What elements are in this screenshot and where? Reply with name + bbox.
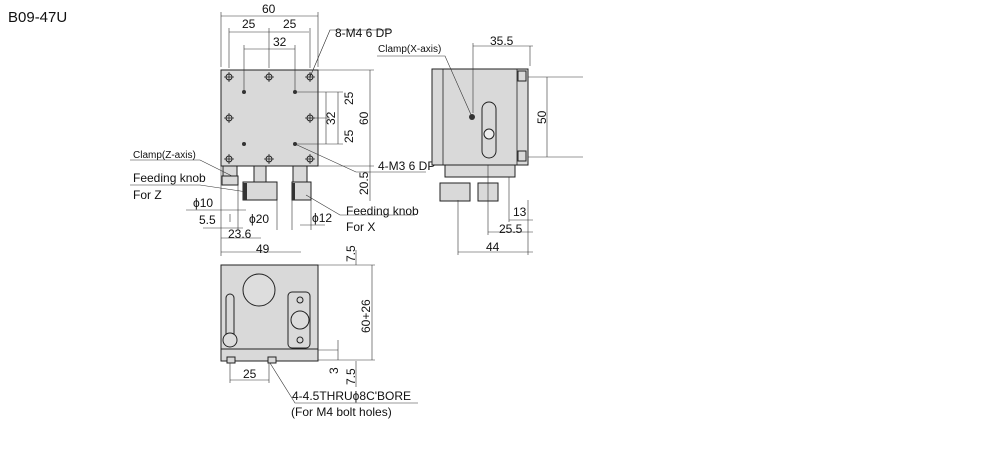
callout-clamp-x: Clamp(X-axis)	[378, 44, 441, 55]
side-knob-1	[439, 182, 471, 202]
callout-feed-z-1: Feeding knob	[133, 171, 206, 185]
dim-pitch-right: 25	[283, 17, 297, 31]
callout-feed-x-1: Feeding knob	[346, 204, 419, 218]
callout-m3: 4-M3 6 DP	[378, 159, 435, 173]
dim-d3: 3	[327, 367, 341, 374]
model-title: B09-47U	[8, 9, 67, 26]
callout-feed-x-2: For X	[346, 220, 375, 234]
dim-d7-5-top: 7.5	[344, 245, 358, 262]
dim-d5-5: 5.5	[199, 213, 216, 227]
dim-width: 60	[262, 2, 276, 16]
callout-m4: 8-M4 6 DP	[335, 26, 392, 40]
dim-d7-5-bottom: 7.5	[344, 368, 358, 385]
dim-d49: 49	[256, 242, 270, 256]
dim-d44: 44	[486, 240, 500, 254]
callout-feed-z-2: For Z	[133, 188, 162, 202]
dim-d10: ϕ10	[193, 196, 213, 210]
clamp-z[interactable]	[222, 165, 238, 177]
dim-height-bottom: 60+26	[359, 299, 373, 333]
x-knob-stem	[292, 165, 308, 183]
bottom-view: 7.5 60+26 3 7.5 25 4-4.5THRUϕ8C'BORE (Fo…	[220, 245, 418, 419]
callout-holes-2: (For M4 bolt holes)	[291, 405, 392, 419]
dim-height: 60	[357, 111, 371, 125]
top-dim-lines	[130, 12, 426, 256]
feeding-knob-z[interactable]	[242, 181, 278, 201]
dim-d50: 50	[535, 110, 549, 124]
dim-d12: ϕ12	[312, 211, 332, 225]
callout-holes-1: 4-4.5THRUϕ8C'BORE	[292, 389, 411, 403]
dim-d23-6: 23.6	[228, 227, 252, 241]
dim-inner: 32	[273, 35, 287, 49]
callout-clamp-z: Clamp(Z-axis)	[133, 150, 196, 161]
dim-d35-5: 35.5	[490, 34, 514, 48]
top-view: 60 25 25 32 8-M4 6 DP 25 32 25 60 20.5 4…	[130, 2, 435, 256]
top-plate	[220, 69, 319, 167]
dim-v-upper: 25	[342, 91, 356, 105]
bottom-bore	[242, 273, 276, 307]
dim-d20: ϕ20	[249, 212, 269, 226]
dim-d13: 13	[513, 205, 527, 219]
dim-d25-5: 25.5	[499, 222, 523, 236]
dim-d25: 25	[243, 367, 257, 381]
side-body	[431, 68, 529, 166]
dim-pitch-left: 25	[242, 17, 256, 31]
side-view: 35.5 Clamp(X-axis) 50 13 25.5 44	[377, 34, 583, 255]
dim-v-inner: 32	[324, 111, 338, 125]
dim-knob-offset: 20.5	[357, 171, 371, 195]
dim-v-lower: 25	[342, 129, 356, 143]
clamp-z-head[interactable]	[221, 175, 239, 186]
z-knob-stem	[253, 165, 267, 183]
